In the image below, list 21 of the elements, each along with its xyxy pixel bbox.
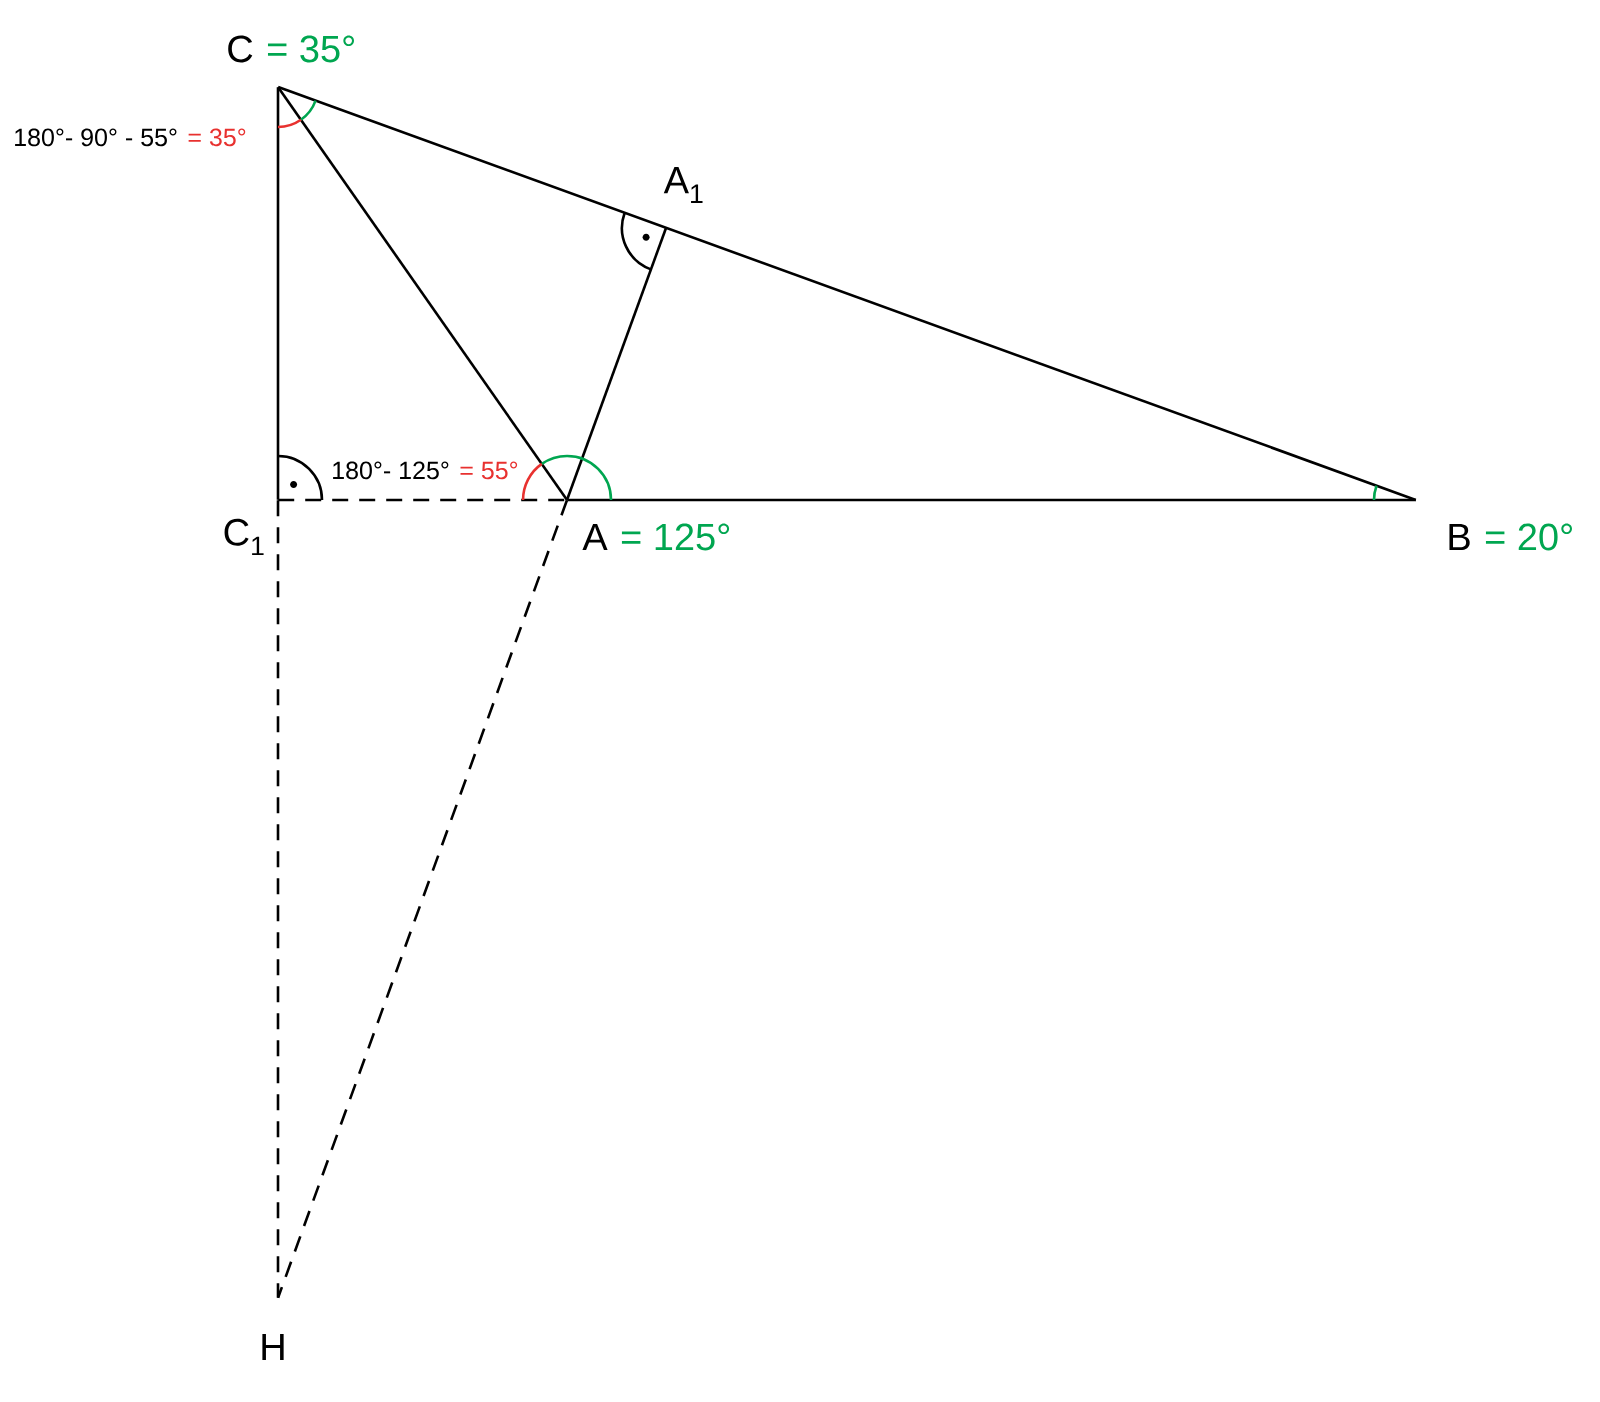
vertex-label: A — [582, 523, 608, 551]
angle-value: = 35° — [268, 35, 354, 63]
vertex-label: B — [1449, 523, 1470, 551]
triangle-side — [277, 86, 568, 501]
triangle-side — [276, 87, 280, 500]
dashed-line — [276, 499, 569, 1299]
angle-result: = 55° — [460, 461, 518, 480]
triangle-side — [567, 498, 1416, 502]
triangle-side — [277, 85, 1417, 502]
dashed-line — [276, 500, 280, 1298]
angle-value: = 125° — [621, 523, 730, 551]
dashed-line — [278, 498, 567, 502]
vertex-label: C$_{1}$ — [224, 518, 264, 556]
triangle-side — [565, 227, 668, 501]
angle-value: = 20° — [1485, 523, 1572, 551]
angle-result: = 35° — [188, 128, 246, 147]
angle-calculation: 180°- 125° — [333, 461, 449, 480]
angle-calculation: 180°- 90° - 55° — [15, 128, 177, 147]
vertex-label: C — [228, 35, 253, 63]
vertex-label: A$_{1}$ — [663, 167, 703, 203]
vertex-label: H — [262, 1333, 284, 1361]
